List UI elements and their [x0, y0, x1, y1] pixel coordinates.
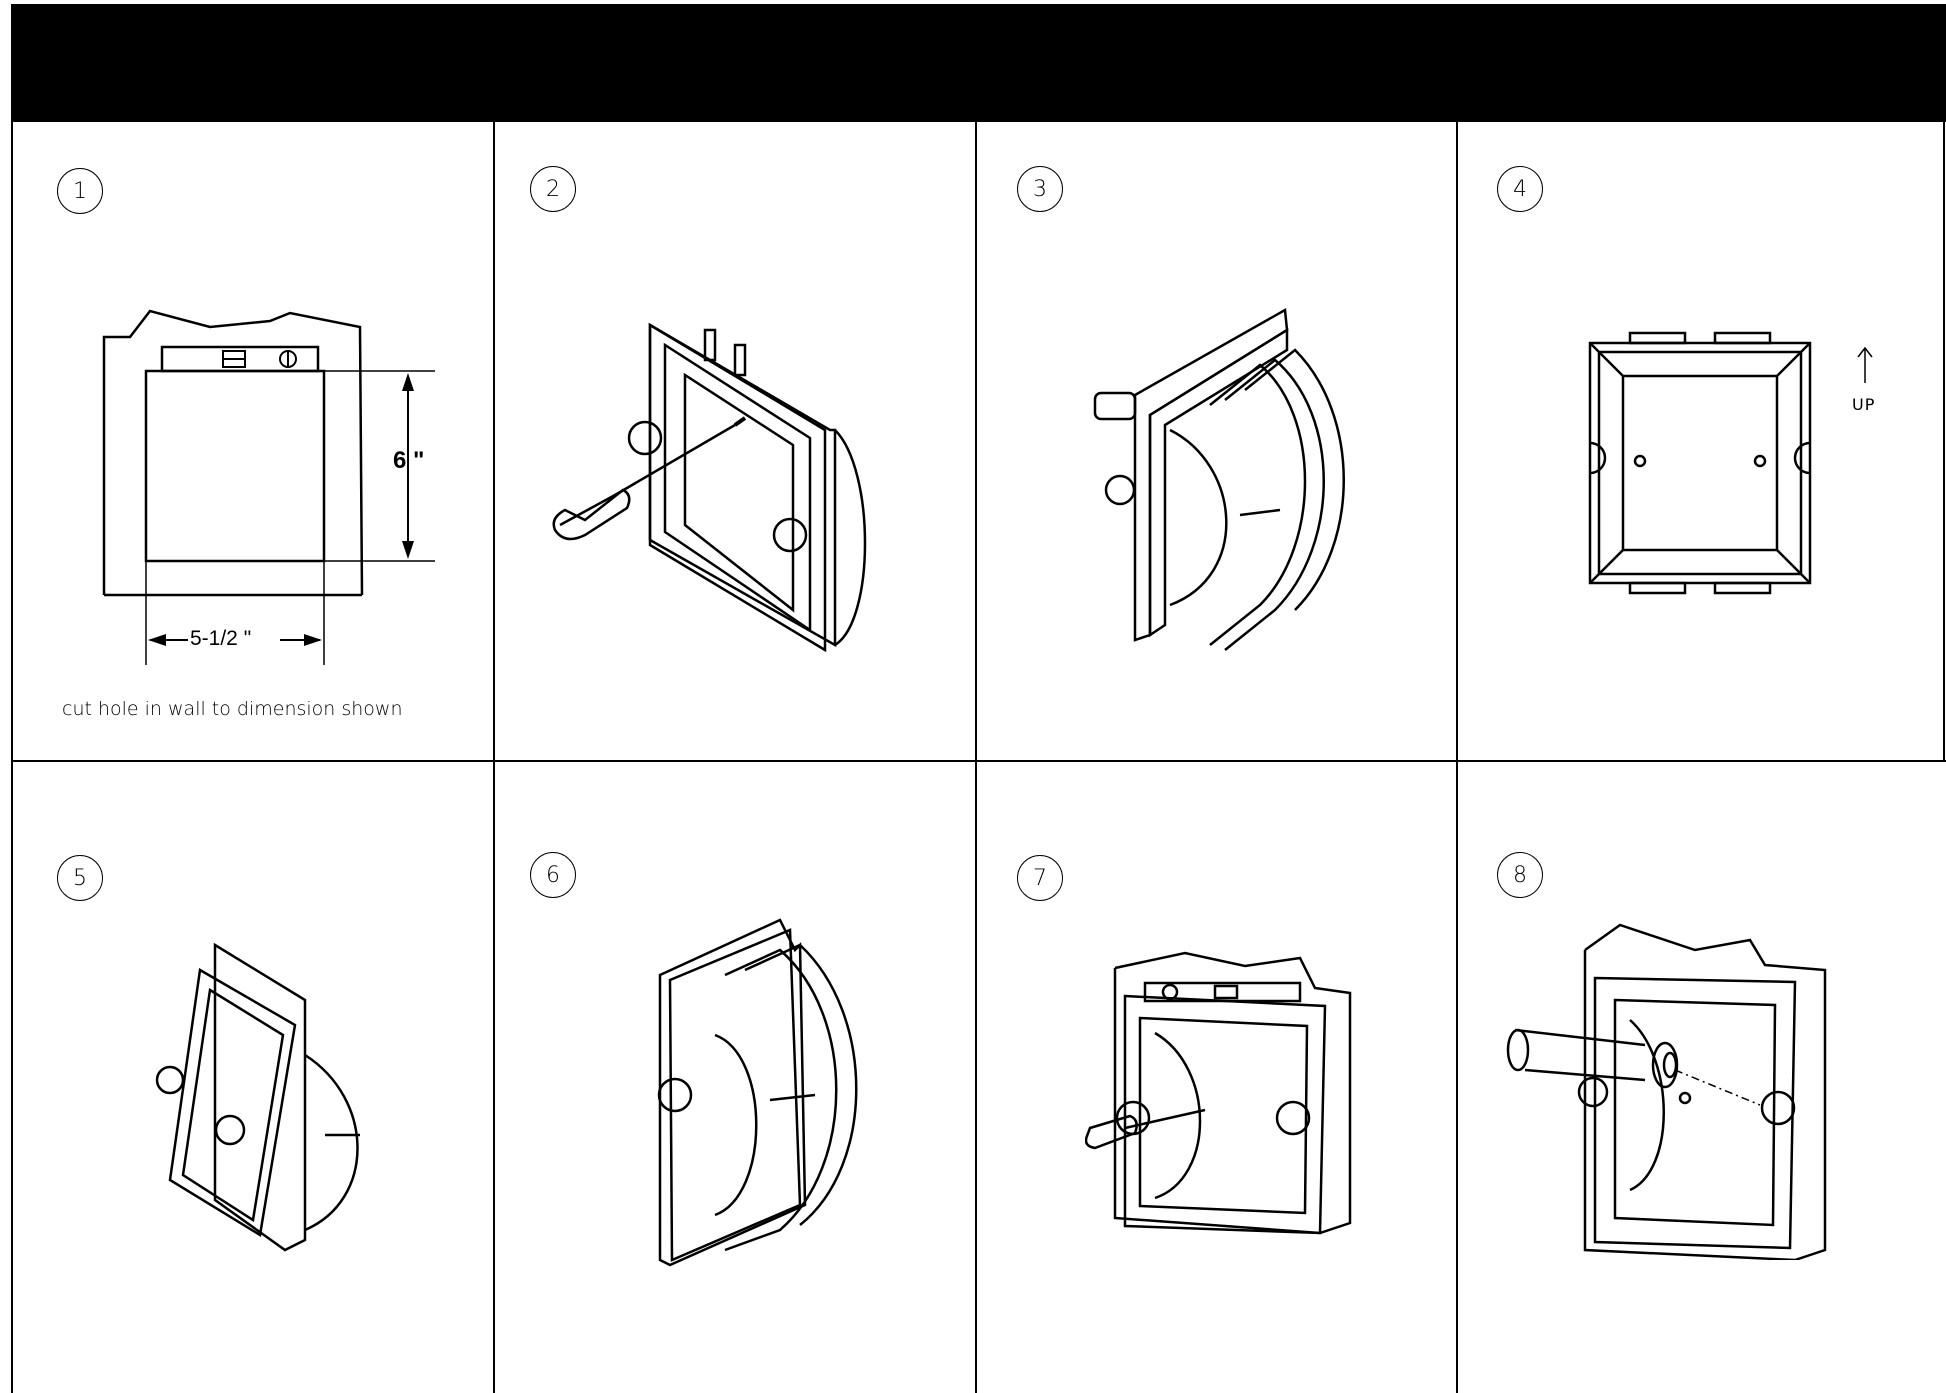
step-1-width-label: 5-1/2 ": [190, 627, 252, 650]
step-1-cutout-diagram: [102, 309, 435, 665]
step-7-badge: 7: [1017, 855, 1063, 901]
step-2-mounting-diagram: [552, 322, 867, 653]
step-6-badge: 6: [530, 852, 576, 898]
panel-border-1: [493, 122, 495, 1393]
step-7-fastening-diagram: [1085, 951, 1352, 1235]
panel-border-3: [1456, 122, 1458, 1393]
step-5-badge: 5: [57, 855, 103, 901]
panel-border-2: [975, 122, 977, 1393]
step-5-tilt-diagram: [155, 942, 360, 1252]
step-3-insertion-diagram: [1093, 307, 1345, 651]
panel-border-left: [11, 122, 13, 1393]
up-arrow-icon: [1857, 346, 1873, 383]
step-8-roller-install-diagram: [1506, 923, 1827, 1260]
step-6-bracket-diagram: [657, 918, 858, 1267]
step-1-caption: cut hole in wall to dimension shown: [62, 698, 403, 720]
step-1-height-label: 6 ": [393, 447, 425, 474]
up-label: UP: [1852, 395, 1876, 414]
step-4-front-view-diagram: [1588, 331, 1812, 595]
header-bar: [11, 4, 1946, 122]
step-2-badge: 2: [530, 166, 576, 212]
step-8-badge: 8: [1497, 852, 1543, 898]
step-4-badge: 4: [1497, 166, 1543, 212]
step-1-badge: 1: [57, 168, 103, 214]
step-3-badge: 3: [1017, 166, 1063, 212]
panel-border-right: [1943, 122, 1945, 762]
row-divider: [11, 760, 1946, 762]
